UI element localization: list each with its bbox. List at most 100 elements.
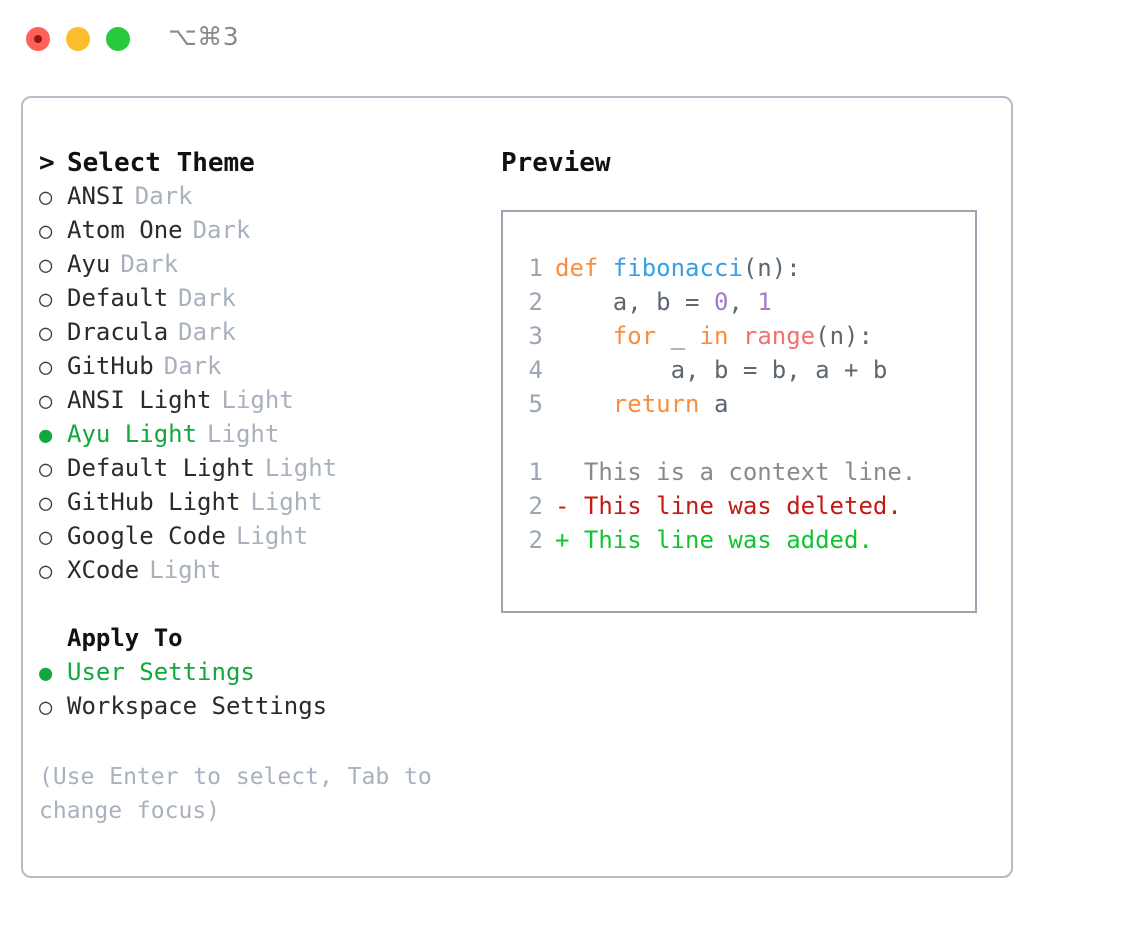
line-number: 2 — [528, 288, 543, 316]
title-bar: ⌥⌘3 — [0, 0, 1140, 78]
code-token-pl: a, b = b, a + b — [555, 356, 888, 384]
code-token-pl: a, b = — [555, 288, 714, 316]
close-window-button[interactable] — [26, 27, 50, 51]
keyboard-shortcut-label: ⌥⌘3 — [168, 22, 240, 51]
line-number: 1 — [528, 458, 543, 486]
radio-unselected-icon: ○ — [39, 389, 53, 414]
code-token-fn: fibonacci — [612, 254, 743, 282]
diff-line-del: 2- This line was deleted. — [503, 492, 975, 526]
line-number: 5 — [528, 390, 543, 418]
code-line: 4 a, b = b, a + b — [503, 356, 975, 390]
radio-unselected-icon: ○ — [39, 355, 53, 380]
code-token-pl — [555, 390, 613, 418]
apply-to-option-list: ● User Settings ○ Workspace Settings — [39, 658, 469, 726]
diff-text: This line was added. — [569, 526, 873, 554]
line-number: 2 — [528, 526, 543, 554]
diff-sample: 1 This is a context line.2- This line wa… — [503, 458, 975, 560]
radio-unselected-icon: ○ — [39, 219, 53, 244]
code-line: 2 a, b = 0, 1 — [503, 288, 975, 322]
radio-unselected-icon: ○ — [39, 321, 53, 346]
code-token-pl: , — [728, 288, 758, 316]
code-token-pl — [555, 322, 613, 350]
apply-to-option-workspace-settings[interactable]: ○ Workspace Settings — [39, 692, 469, 726]
minimize-window-button[interactable] — [66, 27, 90, 51]
code-token-num: 1 — [757, 288, 772, 316]
radio-unselected-icon: ○ — [39, 253, 53, 278]
theme-variant-badge: Light — [149, 556, 222, 584]
radio-unselected-icon: ○ — [39, 559, 53, 584]
code-token-pl: _ — [656, 322, 700, 350]
code-token-num: 0 — [713, 288, 729, 316]
radio-selected-icon: ● — [39, 661, 53, 686]
diff-text: This line was deleted. — [569, 492, 902, 520]
code-token-kw: in — [699, 322, 729, 350]
code-line: 3 for _ in range(n): — [503, 322, 975, 356]
theme-variant-badge: Dark — [120, 250, 179, 278]
apply-to-option-label: Workspace Settings — [67, 692, 328, 720]
radio-unselected-icon: ○ — [39, 695, 53, 720]
maximize-window-button[interactable] — [106, 27, 130, 51]
prompt-caret-icon: > — [39, 148, 55, 178]
radio-unselected-icon: ○ — [39, 525, 53, 550]
spacer-icon: ○ — [39, 629, 67, 651]
line-number: 1 — [528, 254, 543, 282]
theme-option-label: Ayu Light — [67, 420, 198, 448]
code-token-pl: a — [699, 390, 729, 418]
preview-title: Preview — [501, 148, 611, 178]
theme-option-label: Default — [67, 284, 169, 312]
theme-variant-badge: Dark — [192, 216, 251, 244]
theme-list-title: Select Theme — [67, 148, 255, 178]
theme-variant-badge: Dark — [134, 182, 193, 210]
theme-option-label: GitHub — [67, 352, 154, 380]
keyboard-hint-text: (Use Enter to select, Tab to change focu… — [39, 764, 432, 824]
code-token-pl — [728, 322, 742, 350]
theme-option-dracula[interactable]: ○ Dracula Dark — [39, 318, 469, 352]
theme-option-label: Dracula — [67, 318, 169, 346]
preview-spacer — [503, 424, 975, 458]
radio-unselected-icon: ○ — [39, 457, 53, 482]
theme-option-label: ANSI Light — [67, 386, 212, 414]
code-token-pl: (n): — [742, 254, 801, 282]
diff-line-add: 2+ This line was added. — [503, 526, 975, 560]
theme-variant-badge: Light — [235, 522, 309, 550]
apply-to-header: ○ Apply To — [39, 624, 469, 658]
theme-variant-badge: Dark — [178, 318, 236, 346]
theme-list-header: > Select Theme — [39, 148, 469, 182]
apply-to-option-label: User Settings — [67, 658, 255, 686]
line-number: 4 — [528, 356, 543, 384]
line-number: 3 — [528, 322, 543, 350]
radio-selected-icon: ● — [39, 423, 53, 448]
radio-unselected-icon: ○ — [39, 287, 53, 312]
apply-to-option-user-settings[interactable]: ● User Settings — [39, 658, 469, 692]
code-token-pl: (n): — [815, 322, 873, 350]
theme-variant-badge: Light — [221, 386, 294, 414]
code-line: 5 return a — [503, 390, 975, 424]
code-token-kw: return — [612, 390, 700, 418]
diff-marker: - — [555, 492, 570, 520]
theme-variant-badge: Light — [264, 454, 338, 482]
theme-variant-badge: Light — [250, 488, 323, 516]
code-token-bi: range — [742, 322, 816, 350]
diff-line-ctx: 1 This is a context line. — [503, 458, 975, 492]
diff-marker — [555, 458, 569, 486]
radio-unselected-icon: ○ — [39, 491, 53, 516]
line-number: 2 — [528, 492, 543, 520]
theme-option-ansi-light[interactable]: ○ ANSI Light Light — [39, 386, 469, 420]
